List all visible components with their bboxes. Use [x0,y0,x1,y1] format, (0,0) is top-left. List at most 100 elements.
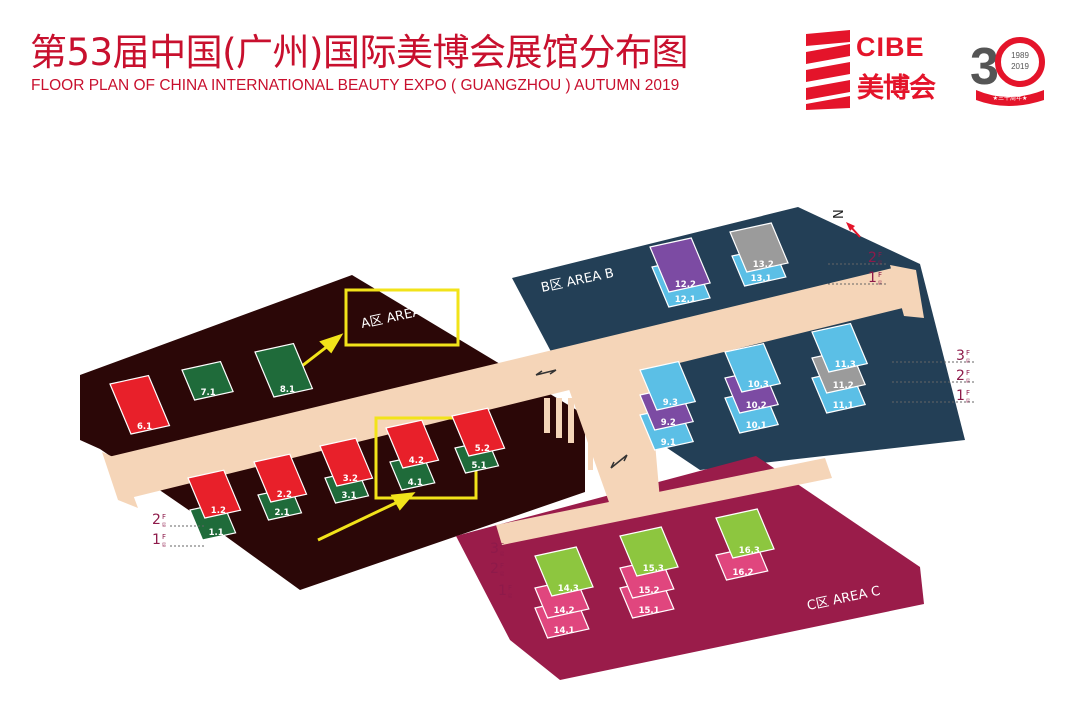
hall-label: 9.3 [663,398,678,408]
corridor-arrow-icon [535,369,628,469]
svg-text:层: 层 [508,592,512,598]
hall-label: 15.2 [639,586,660,596]
hall-label: 3.1 [342,491,357,501]
svg-text:F: F [878,271,882,279]
hall-13-2[interactable]: 13.2 [729,222,789,273]
hall-7-1[interactable]: 7.1 [181,360,234,401]
anniversary-30-logo-icon: 3 1989 2019 ★三十周年★ [970,37,1045,106]
hall-label: 15.1 [639,606,660,616]
corridor [102,265,924,545]
hall-label: 3.2 [343,474,358,484]
hall-label: 10.2 [746,401,767,411]
anniv-year-start: 1989 [1011,51,1029,60]
anniv-ribbon-text: ★三十周年★ [993,94,1028,102]
hall-label: 1.1 [209,528,224,538]
svg-text:2: 2 [490,561,499,577]
hall-label: 9.2 [661,418,676,428]
hall-label: 2.1 [275,508,290,518]
svg-text:2: 2 [956,368,965,384]
hall-10-3[interactable]: 10.3 [724,342,782,393]
hall-label: 7.1 [201,388,216,398]
hall-label: 16.2 [733,568,754,578]
hall-12-2[interactable]: 12.2 [649,237,711,293]
svg-text:1: 1 [868,270,877,286]
anniv-year-end: 2019 [1011,62,1029,71]
logo-brand-cn: 美博会 [857,73,936,104]
svg-text:1: 1 [152,532,161,548]
highlight-box-area-a [344,288,460,347]
svg-text:F: F [508,584,512,592]
hall-label: 13.1 [751,274,772,284]
hall-6-1[interactable]: 6.1 [109,374,171,435]
svg-text:层: 层 [966,357,970,363]
svg-text:层: 层 [878,279,882,285]
hall-label: 13.2 [753,260,774,270]
hall-label: 16.3 [739,546,760,556]
cibe-logo-icon [806,30,850,110]
svg-text:层: 层 [966,377,970,383]
svg-text:层: 层 [966,397,970,403]
hall-label: 5.1 [472,461,487,471]
hall-label: 1.2 [211,506,226,516]
hall-label: 15.3 [643,564,664,574]
hall-label: 9.1 [661,438,676,448]
hall-5-2[interactable]: 5.2 [451,407,506,457]
svg-text:2: 2 [152,512,161,528]
hall-label: 12.2 [675,280,696,290]
hall-label: 4.1 [408,478,423,488]
svg-text:层: 层 [162,541,166,547]
anniv-number-3: 3 [970,38,999,96]
hall-label: 10.3 [748,380,769,390]
hall-label: 10.1 [746,421,767,431]
hall-4-2[interactable]: 4.2 [385,419,440,469]
hall-label: 12.1 [675,295,696,305]
svg-text:层: 层 [878,259,882,265]
svg-text:F: F [878,251,882,259]
north-compass-icon: N [832,209,861,238]
svg-text:2: 2 [868,250,877,266]
svg-text:3: 3 [956,348,965,364]
hall-15-3[interactable]: 15.3 [619,526,679,577]
svg-text:1: 1 [498,583,507,599]
svg-text:3: 3 [490,541,499,557]
area-a-halls: 6.1 7.1 8.1 1.1 1.2 2.1 2.2 3.1 3.2 4.1 4.2 5.1 5.2 [109,342,506,541]
svg-text:F: F [966,389,970,397]
page-title-cn: 第53届中国(广州)国际美博会展馆分布图 [30,31,688,74]
hall-8-1[interactable]: 8.1 [254,342,314,398]
highlight-arrow-icon [275,333,416,542]
hall-1-2[interactable]: 1.2 [187,469,242,519]
svg-text:F: F [162,513,166,521]
hall-label: 5.2 [475,444,490,454]
hall-label: 14.1 [554,626,575,636]
hall-label: 8.1 [280,385,295,395]
svg-text:层: 层 [162,521,166,527]
hall-9-3[interactable]: 9.3 [639,360,697,411]
hall-16-3[interactable]: 16.3 [715,508,775,559]
svg-text:F: F [162,533,166,541]
hall-2-2[interactable]: 2.2 [253,453,308,503]
hall-label: 11.2 [833,381,854,391]
svg-text:1: 1 [956,388,965,404]
svg-text:F: F [500,542,504,550]
area-c-halls: 14.1 14.2 14.3 15.1 15.2 15.3 16.2 16.3 [534,508,775,639]
svg-text:F: F [500,562,504,570]
hall-14-3[interactable]: 14.3 [534,546,594,597]
hall-label: 14.3 [558,584,579,594]
hall-label: 11.1 [833,401,854,411]
svg-text:层: 层 [500,550,504,556]
hall-3-2[interactable]: 3.2 [319,437,374,487]
hall-label: 14.2 [554,606,575,616]
hall-11-3[interactable]: 11.3 [811,322,869,373]
corridor-supports [544,398,603,470]
svg-text:F: F [966,349,970,357]
svg-text:F: F [966,369,970,377]
